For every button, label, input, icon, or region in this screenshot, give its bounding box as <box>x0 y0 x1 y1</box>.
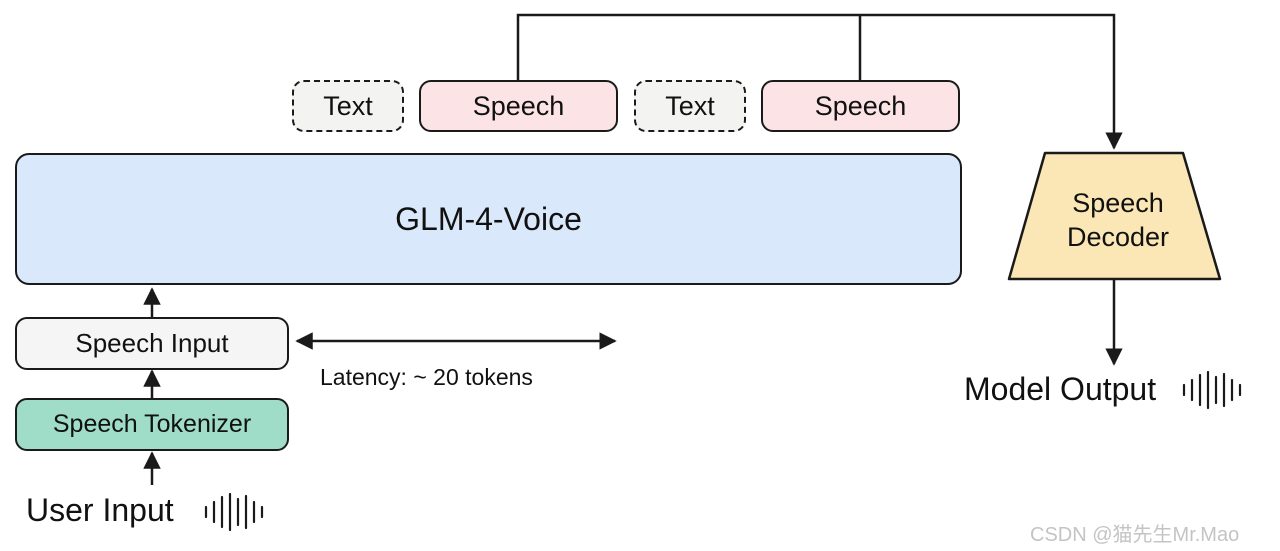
glm-4-voice-model: GLM-4-Voice <box>15 153 962 285</box>
latency-label: Latency: ~ 20 tokens <box>320 364 533 390</box>
text-token-box: Text <box>634 80 746 132</box>
speech-tokenizer-box: Speech Tokenizer <box>15 398 289 451</box>
user-input-label: User Input <box>26 492 174 528</box>
speech-token-box: Speech <box>761 80 960 132</box>
speech-to-decoder-line <box>516 13 1123 150</box>
speech-decoder-shape <box>1007 151 1222 281</box>
watermark: CSDN @猫先生Mr.Mao <box>1030 524 1240 546</box>
speech-token-box: Speech <box>419 80 618 132</box>
speech-input-box: Speech Input <box>15 317 289 370</box>
speech-decoder-label: Speech Decoder <box>1066 188 1170 252</box>
model-output-label: Model Output <box>964 371 1157 407</box>
waveform-icon <box>1182 370 1242 410</box>
text-token-box: Text <box>292 80 404 132</box>
waveform-icon <box>204 492 264 532</box>
